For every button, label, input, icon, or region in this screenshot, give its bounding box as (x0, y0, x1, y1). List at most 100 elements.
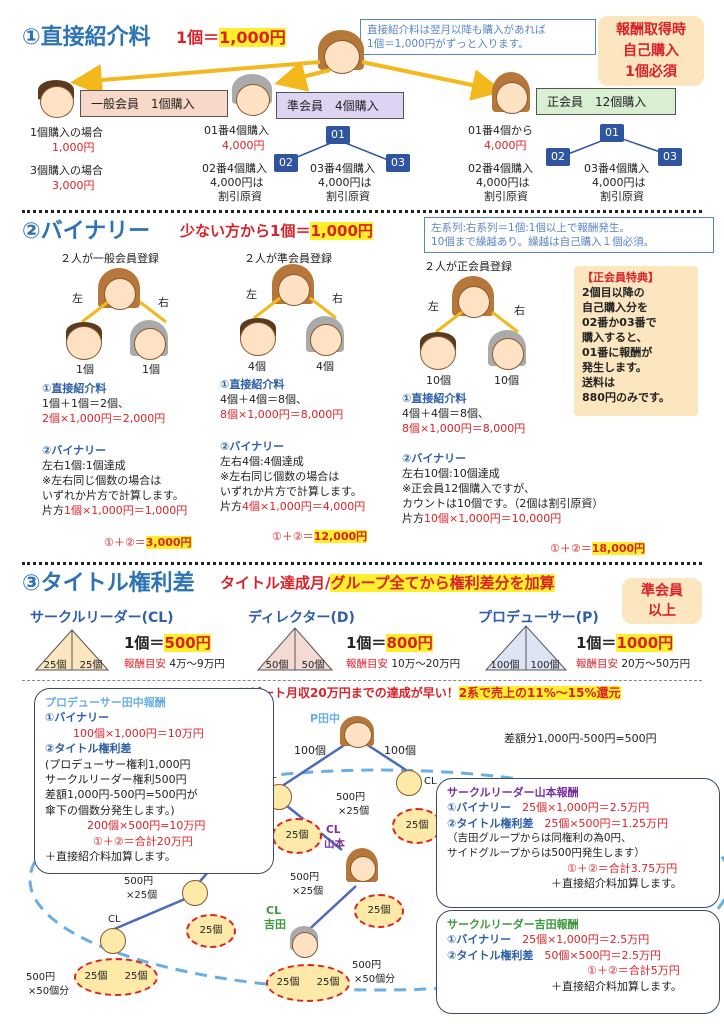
tree-node-l3-left (182, 880, 208, 906)
col1-t2b: ※左右同じ個数の場合は (42, 474, 162, 487)
tree-e4a: 500円 (290, 872, 320, 883)
assoc-node-01: 01 (326, 126, 350, 144)
col2-t1b: 8個×1,000円＝8,000円 (220, 408, 344, 421)
rank-associate: 準会員 4個購入 (276, 92, 404, 119)
reg-node-02: 02 (546, 148, 570, 166)
assoc-l4: 割引原資 (218, 190, 262, 203)
sec3-badge: 準会員 以上 (622, 578, 702, 624)
col1-t2c: いずれか片方で計算します。 (42, 489, 184, 502)
col2-t2d: 片方4個×1,000円＝4,000円 (220, 500, 366, 513)
col3-t2c: カウントは10個です。（2個は割引原資） (402, 497, 604, 510)
tree-node-l4-left (100, 928, 126, 954)
tree-p-label: P田中 (310, 712, 341, 725)
tree-e5b: ×50個分 (28, 986, 70, 997)
col2-right-label: 右 (332, 292, 343, 305)
section3-title: ③タイトル権利差 (22, 571, 195, 596)
title-cl-right: 25個 (79, 660, 103, 671)
assoc-v1: 4,000円 (222, 139, 265, 152)
assoc-r3: 4,000円は (318, 176, 372, 189)
col1-head: ２人が一般会員登録 (60, 252, 159, 265)
col1-arrows (81, 300, 167, 324)
tree-e4b: ×25個 (292, 886, 324, 897)
general-v1: 1,000円 (52, 141, 95, 154)
tree-yamamoto-cl: CL (326, 824, 341, 836)
tree-e2a: 500円 (336, 792, 366, 803)
col3-left-label: 左 (428, 300, 439, 313)
col2-sum: ①＋②＝12,000円 (272, 530, 368, 543)
divider-3 (22, 680, 702, 681)
col3-t2b: ※正会員12個購入ですが、 (402, 482, 535, 495)
col2-arrows (253, 296, 337, 320)
tree-e3a: 500円 (124, 876, 154, 887)
col1-t2d: 片方1個×1,000円＝1,000円 (42, 504, 188, 517)
sec2-sub: 少ない方から1個＝1,000円 (180, 222, 373, 240)
title-d-left: 50個 (265, 660, 289, 671)
col3-t1b: 8個×1,000円＝8,000円 (402, 422, 526, 435)
title-d-right: 50個 (301, 660, 325, 671)
divider-2 (22, 562, 702, 565)
col1-left-label: 左 (72, 292, 83, 305)
sec3-sub: タイトル達成月/グループ全てから権利差分を加算 (220, 574, 555, 592)
col2-t1: ①直接紹介料 (220, 378, 285, 391)
col1-right-label: 右 (158, 296, 169, 309)
title-p-target: 報酬目安 20万〜50万円 (576, 658, 691, 670)
col3-t1: ①直接紹介料 (402, 392, 467, 405)
title-cl-target: 報酬目安 4万〜9万円 (124, 658, 225, 670)
assoc-node-03: 03 (386, 154, 410, 172)
reg-l1: 01番4個から (468, 124, 533, 137)
col2-t2c: いずれか片方で計算します。 (220, 485, 362, 498)
col1-t2: ②バイナリー (42, 444, 107, 457)
col2-head: ２人が準会員登録 (244, 252, 332, 265)
tree-e3b: ×25個 (126, 890, 158, 901)
general-v2: 3,000円 (52, 179, 95, 192)
col1-t2a: 左右1個:1個達成 (42, 459, 126, 472)
assoc-l1: 01番4個購入 (204, 124, 269, 137)
col2-t2b: ※左右同じ個数の場合は (220, 470, 340, 483)
assoc-r2: 03番4個購入 (310, 162, 375, 175)
col2-t1a: 4個＋4個＝8個、 (220, 393, 307, 406)
assoc-node-02: 02 (274, 154, 298, 172)
tree-yoshida-name: 吉田 (264, 918, 286, 931)
col1-sum: ①＋②＝3,000円 (104, 536, 192, 549)
col3-t2: ②バイナリー (402, 452, 467, 465)
tree-l2-left-count: 25個 (272, 818, 322, 854)
reg-node-03: 03 (658, 148, 682, 166)
tree-node-l2-right (396, 770, 422, 796)
tree-e5a: 500円 (26, 972, 56, 983)
col3-t1a: 4個＋4個＝8個、 (402, 407, 489, 420)
tree-l3-left-count: 25個 (186, 914, 236, 948)
assoc-l2: 02番4個購入 (202, 162, 267, 175)
title-d-price: 1個＝800円 (346, 634, 433, 652)
col3-t2a: 左右10個:10個達成 (402, 467, 500, 480)
col1-t1b: 2個×1,000円＝2,000円 (42, 412, 166, 425)
reg-l3: 4,000円は (476, 176, 530, 189)
tree-yoshida-cl: CL (266, 904, 282, 917)
reg-l2: 02番4個購入 (468, 162, 533, 175)
sec1-note: 直接紹介料は翌月以降も購入があれば 1個＝1,000円がずっと入ります。 (360, 19, 596, 56)
title-p-price: 1個＝1000円 (576, 634, 674, 652)
col3-sum: ①＋②＝18,000円 (550, 542, 646, 555)
tanaka-reward-box: プロデューサー田中報酬 ①バイナリー 100個×1,000円＝10万円 ②タイト… (34, 688, 274, 874)
title-cl-left: 25個 (43, 660, 67, 671)
tree-e6a: 500円 (352, 960, 382, 971)
title-cl-price: 1個＝500円 (124, 634, 211, 652)
assoc-r4: 割引原資 (326, 190, 370, 203)
col3-right-count: 10個 (494, 374, 519, 387)
col2-t2a: 左右4個:4個達成 (220, 455, 304, 468)
col1-t1: ①直接紹介料 (42, 382, 107, 395)
repeat-banner: リピート月収20万円までの達成が早い！2系で売上の11%〜15%還元 (238, 686, 621, 700)
title-p-triangle (484, 625, 568, 671)
tree-diff: 差額分1,000円-500円=500円 (504, 732, 657, 745)
reg-r3: 4,000円は (592, 176, 646, 189)
yamamoto-reward-box: サークルリーダー山本報酬 ①バイナリー 25個×1,000円＝2.5万円 ②タイ… (436, 778, 720, 908)
rank-general: 一般会員 1個購入 (80, 90, 228, 117)
title-p-name: プロデューサー(P) (478, 610, 599, 626)
col1-left-count: 1個 (76, 363, 94, 376)
divider-1 (22, 210, 702, 213)
reg-node-01: 01 (600, 124, 624, 142)
sec2-note: 左系列:右系列＝1個:1個以上で報酬発生。 10個まで繰越あり。繰越は自己購入１… (424, 217, 714, 254)
reg-r4: 割引原資 (600, 190, 644, 203)
col2-right-count: 4個 (316, 360, 334, 373)
tree-e2b: ×25個 (338, 806, 370, 817)
